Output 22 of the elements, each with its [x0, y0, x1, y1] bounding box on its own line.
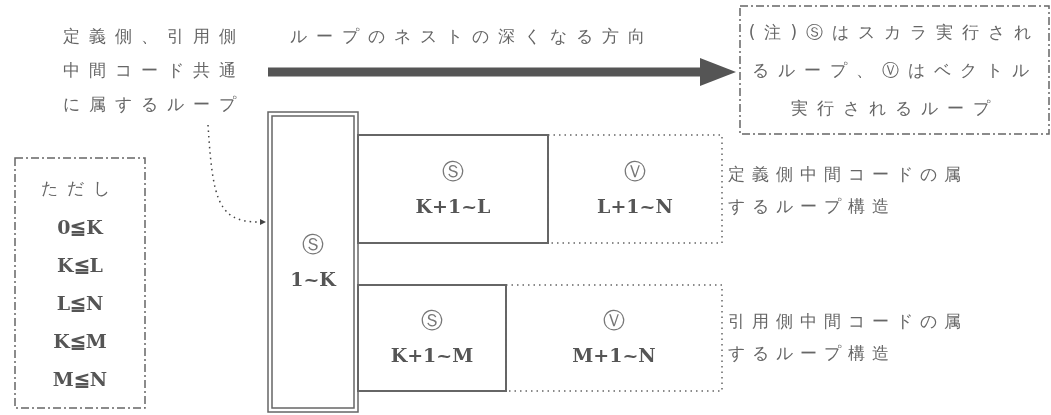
note-text: (注)Ⓢはスカラ実行されるループ、Ⓥはベクトル実行されるループ [747, 21, 1042, 120]
condition-text: K≦M [53, 329, 107, 354]
loop-mode-symbol: Ⓢ [302, 231, 324, 259]
direction-label: ループのネストの深くなる方向 [290, 25, 655, 48]
loop-mode-symbol: Ⓥ [624, 158, 646, 186]
loop-range: K+1~M [390, 343, 474, 368]
loop-range: 1~K [290, 267, 336, 292]
condition-text: L≦N [56, 291, 104, 316]
loop-mode-symbol: Ⓥ [603, 307, 625, 335]
condition-text: K≦L [57, 253, 103, 278]
loop-mode-symbol: Ⓢ [421, 307, 443, 335]
note-heading: ただし [41, 177, 119, 200]
row-caption: 定義側中間コードの属するループ構造 [728, 163, 969, 218]
annotation-text: 定義側、引用側中間コード共通に属するループ [62, 25, 245, 116]
loop-range: L+1~N [597, 194, 673, 219]
leader-arrow [207, 124, 267, 225]
condition-text: 0≦K [57, 215, 103, 240]
loop-range: K+1~L [415, 194, 491, 219]
loop-mode-symbol: Ⓢ [442, 158, 464, 186]
loop-range: M+1~N [572, 343, 656, 368]
condition-text: M≦N [52, 367, 108, 392]
row-caption: 引用側中間コードの属するループ構造 [728, 310, 969, 365]
